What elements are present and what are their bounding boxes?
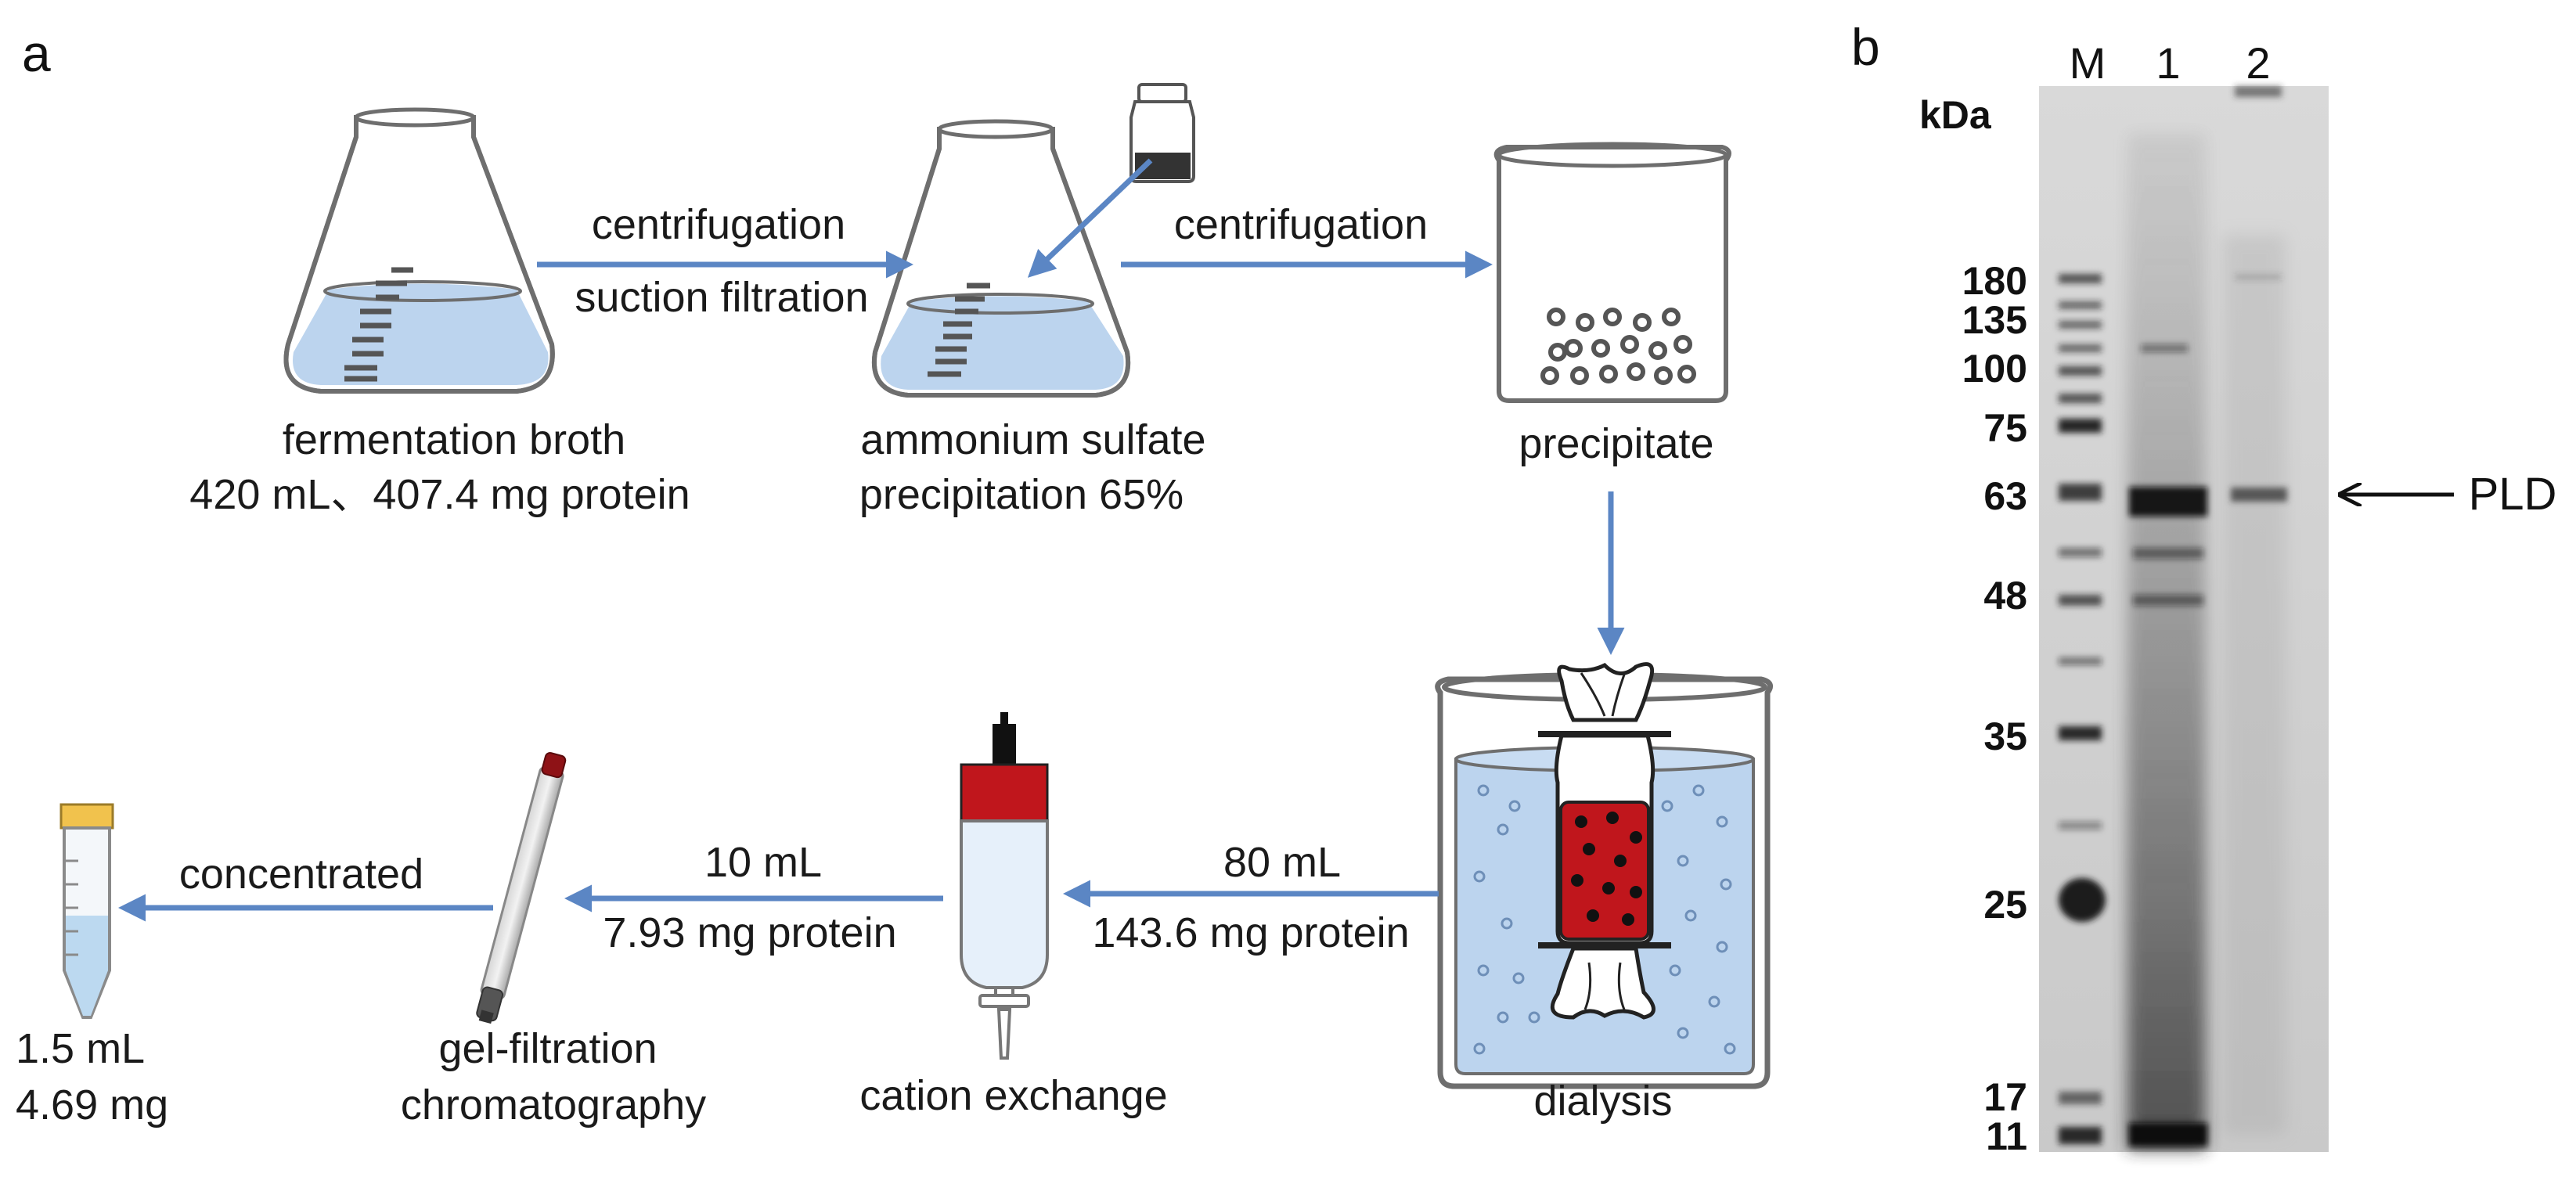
marker-180: 180	[1962, 259, 2027, 303]
ammonium-percent: precipitation 65%	[859, 471, 1184, 518]
pld-annotation: PLD	[2468, 469, 2557, 520]
flow-arrows	[118, 250, 1625, 922]
marker-75: 75	[1983, 406, 2027, 450]
precipitate-label: precipitate	[1519, 420, 1714, 467]
fermentation-label: fermentation broth	[282, 416, 626, 463]
marker-63: 63	[1983, 474, 2027, 518]
ammonium-label: ammonium sulfate	[860, 416, 1206, 463]
lane-label-1: 1	[2156, 38, 2181, 88]
arrow1-bottom-label: suction filtration	[575, 274, 869, 321]
fermentation-protein: 420 mL、407.4 mg protein	[189, 471, 690, 518]
arrow1-top-label: centrifugation	[591, 201, 846, 248]
lane-label-M: M	[2069, 38, 2106, 88]
marker-100: 100	[1962, 347, 2027, 391]
marker-35: 35	[1983, 714, 2027, 758]
arrow4-protein: 143.6 mg protein	[1092, 909, 1410, 956]
tube-mass: 4.69 mg	[16, 1082, 169, 1128]
panel-a-label: a	[22, 24, 51, 82]
gel-filtration-column	[476, 752, 567, 1024]
marker-11: 11	[1986, 1114, 2027, 1158]
beaker-dialysis	[1435, 662, 1774, 1089]
flask-ammonium	[871, 83, 1195, 398]
arrow5-volume: 10 mL	[704, 839, 823, 886]
flask-fermentation	[283, 107, 555, 394]
dialysis-label: dialysis	[1533, 1078, 1673, 1125]
cation-exchange-label: cation exchange	[859, 1072, 1168, 1119]
kda-unit-label: kDa	[1919, 93, 1991, 137]
beaker-precipitate	[1493, 142, 1731, 403]
sds-page-gel	[2039, 86, 2454, 1152]
marker-48: 48	[1983, 574, 2027, 617]
gel-filtration-label: gel-filtration	[438, 1025, 658, 1072]
cation-exchange-column	[960, 712, 1049, 1060]
arrow6-label: concentrated	[178, 851, 424, 898]
tube-volume: 1.5 mL	[16, 1025, 146, 1072]
arrow5-protein: 7.93 mg protein	[603, 909, 897, 956]
centrifuge-tube	[59, 803, 114, 1019]
marker-17: 17	[1983, 1075, 2027, 1119]
lane-label-2: 2	[2246, 38, 2271, 88]
arrow4-volume: 80 mL	[1223, 839, 1342, 886]
marker-25: 25	[1983, 883, 2027, 927]
arrow2-top-label: centrifugation	[1173, 201, 1429, 248]
panel-b-label: b	[1851, 18, 1880, 76]
chromatography-label: chromatography	[400, 1082, 707, 1128]
marker-135: 135	[1962, 298, 2027, 342]
